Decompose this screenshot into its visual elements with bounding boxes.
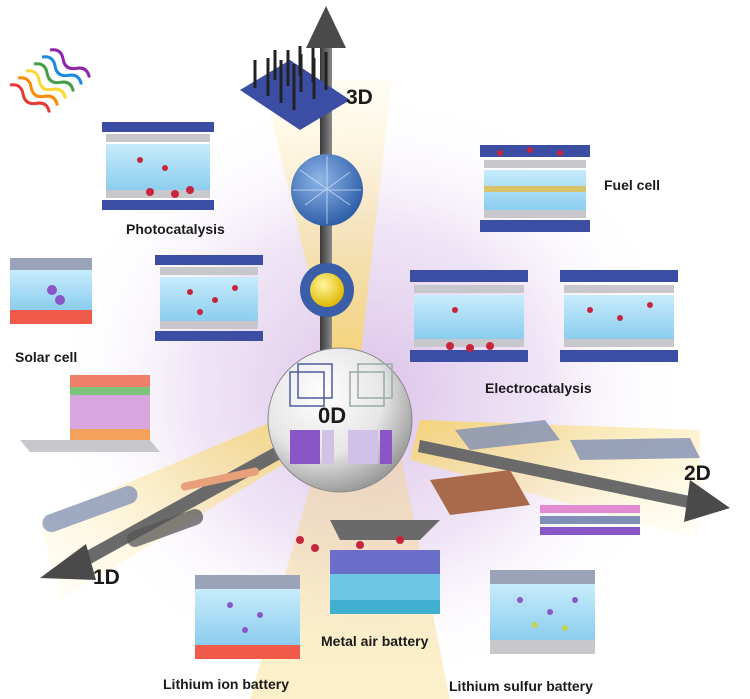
label-photocatalysis: Photocatalysis	[126, 221, 225, 237]
lithium-sulfur-battery	[490, 570, 595, 654]
photocatalysis-cell-2	[155, 255, 263, 341]
zero-d-sphere	[267, 347, 413, 493]
electrocatalysis-cell-left	[410, 270, 528, 362]
solar-cell-lower	[20, 375, 160, 452]
label-lithium-sulfur-battery: Lithium sulfur battery	[449, 678, 593, 694]
photocatalysis-cell	[102, 122, 214, 210]
arrow-2d	[418, 440, 730, 522]
light-waves-icon	[9, 48, 91, 113]
layered-block-icon	[290, 430, 392, 464]
label-3d: 3D	[346, 86, 373, 109]
label-solar-cell: Solar cell	[15, 349, 78, 365]
nanotube-icon	[42, 467, 260, 547]
nanorod-array-icon	[240, 46, 350, 130]
fuel-cell	[480, 145, 590, 232]
label-metal-air-battery: Metal air battery	[321, 633, 429, 649]
electrocatalysis-cell-right	[560, 270, 678, 362]
label-fuel-cell: Fuel cell	[604, 177, 661, 193]
lithium-ion-battery	[195, 575, 300, 659]
cube-lattice-icon	[289, 363, 393, 407]
label-electrocatalysis: Electrocatalysis	[485, 380, 592, 396]
label-1d: 1D	[93, 566, 120, 589]
graphene-sheet-icon	[430, 420, 700, 535]
label-2d: 2D	[684, 462, 711, 485]
solar-cell-upper	[10, 258, 92, 324]
label-0d: 0D	[318, 403, 347, 428]
label-lithium-ion-battery: Lithium ion battery	[163, 676, 289, 692]
porous-sphere-icon	[291, 154, 363, 226]
yolk-shell-icon	[300, 263, 354, 317]
metal-air-battery	[296, 520, 440, 614]
